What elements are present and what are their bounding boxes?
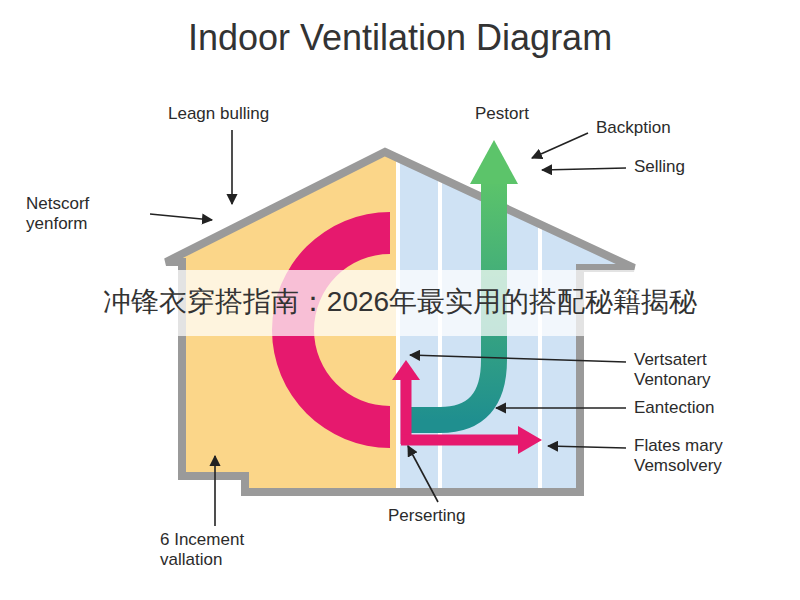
magenta-arrowhead	[392, 360, 420, 380]
callout-label: Perserting	[388, 506, 465, 526]
teal-arrowhead	[470, 140, 518, 184]
callout-label: Flates mary Vemsolvery	[634, 436, 784, 477]
callout-label: 6 Incement vallation	[160, 530, 270, 571]
callout-label: Eantection	[634, 398, 714, 418]
watermark: 冲锋衣穿搭指南：2026年最实用的搭配秘籍揭秘	[103, 285, 697, 319]
callout-label: Backption	[596, 118, 671, 138]
watermark-band	[0, 270, 800, 336]
magenta-arrows	[401, 378, 520, 444]
callout-label: Leagn bulling	[168, 104, 269, 124]
callout-label: Vertsatert Ventonary	[634, 350, 784, 391]
diagram-title: Indoor Ventilation Diagram	[188, 16, 612, 59]
callout-label: Netscorf yenform	[26, 194, 144, 235]
callout-label: Pestort	[475, 104, 529, 124]
callout-label: Selling	[634, 157, 685, 177]
magenta-arrowhead	[518, 426, 542, 454]
